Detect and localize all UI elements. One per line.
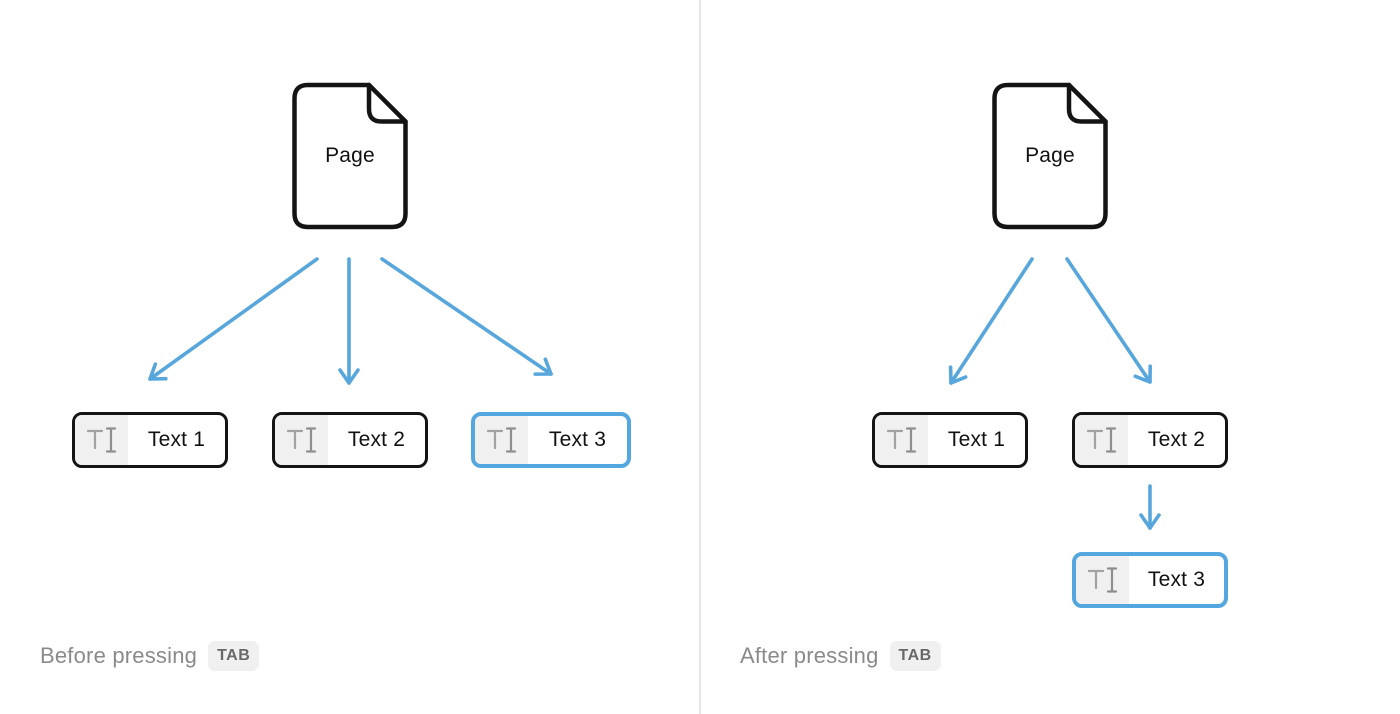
after-arrows [948,257,1161,530]
page-node-label: Page [325,144,375,167]
text-block-type-cell [275,415,328,465]
page-document-icon [292,82,408,230]
text-block-text-2: Text 2 [272,412,428,468]
text-block-label: Text 1 [947,428,1006,451]
arrow-page-to-text3 [380,257,553,376]
text-block-type-cell [875,415,928,465]
text-block-label: Text 2 [347,428,406,451]
text-block-label: Text 2 [1147,428,1206,451]
panel-divider [699,0,701,714]
text-block-label: Text 3 [548,428,607,451]
tab-key-badge: TAB [208,641,260,671]
before-caption: Before pressing TAB [40,638,260,674]
text-block-text-3-selected-indented: Text 3 [1072,552,1228,608]
after-tab-panel: Page Text 1 Text 2 [700,0,1400,714]
text-block-text-3-selected: Text 3 [471,412,631,468]
before-tab-panel: Page Text 1 Text 2 [40,82,631,674]
text-block-type-cell [1075,415,1128,465]
text-cursor-icon [1087,567,1117,593]
text-block-text-1: Text 1 [872,412,1028,468]
text-cursor-icon [86,427,116,453]
page-node-label: Page [1025,144,1075,167]
text-block-text-2: Text 2 [1072,412,1228,468]
page-document-icon [992,82,1108,230]
arrow-page-to-text1 [148,257,319,381]
arrow-page-to-text2 [1065,257,1152,384]
arrow-page-to-text1 [948,257,1034,385]
text-cursor-icon [486,427,516,453]
text-block-type-cell [475,416,528,464]
text-block-type-cell [75,415,128,465]
tab-key-badge: TAB [889,641,941,671]
page-node: Page [291,82,409,230]
text-block-label: Text 1 [147,428,206,451]
caption-text: After pressing [740,643,879,668]
after-caption: After pressing TAB [740,638,941,674]
text-cursor-icon [286,427,316,453]
text-block-label: Text 3 [1147,568,1206,591]
page-node: Page [991,82,1109,230]
text-block-type-cell [1076,556,1129,604]
text-block-text-1: Text 1 [72,412,228,468]
caption-text: Before pressing [40,643,198,668]
text-cursor-icon [886,427,916,453]
before-arrows [148,257,553,385]
text-cursor-icon [1086,427,1116,453]
